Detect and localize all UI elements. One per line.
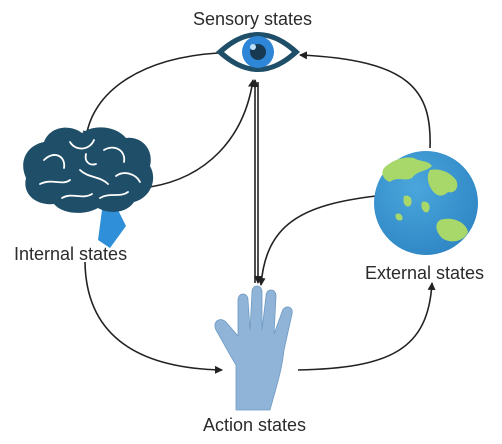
arrow-external-to-sensory [299,51,431,149]
eye-icon [216,32,300,72]
action-states-label: Action states [203,415,307,435]
arrow-sensory-to-internal [82,52,219,139]
internal-states-label: Internal states [14,244,128,264]
arrow-internal-to-sensory [149,79,256,188]
sensory-states-label: Sensory states [193,9,313,29]
arrow-internal-to-action [84,261,223,374]
external-states-label: External states [365,263,485,283]
arrows [82,51,436,374]
globe-icon [374,151,478,255]
brain-icon [23,127,154,248]
arrow-external-to-action [257,195,377,286]
hand-icon [214,285,293,411]
arrow-action-to-external [297,282,436,371]
